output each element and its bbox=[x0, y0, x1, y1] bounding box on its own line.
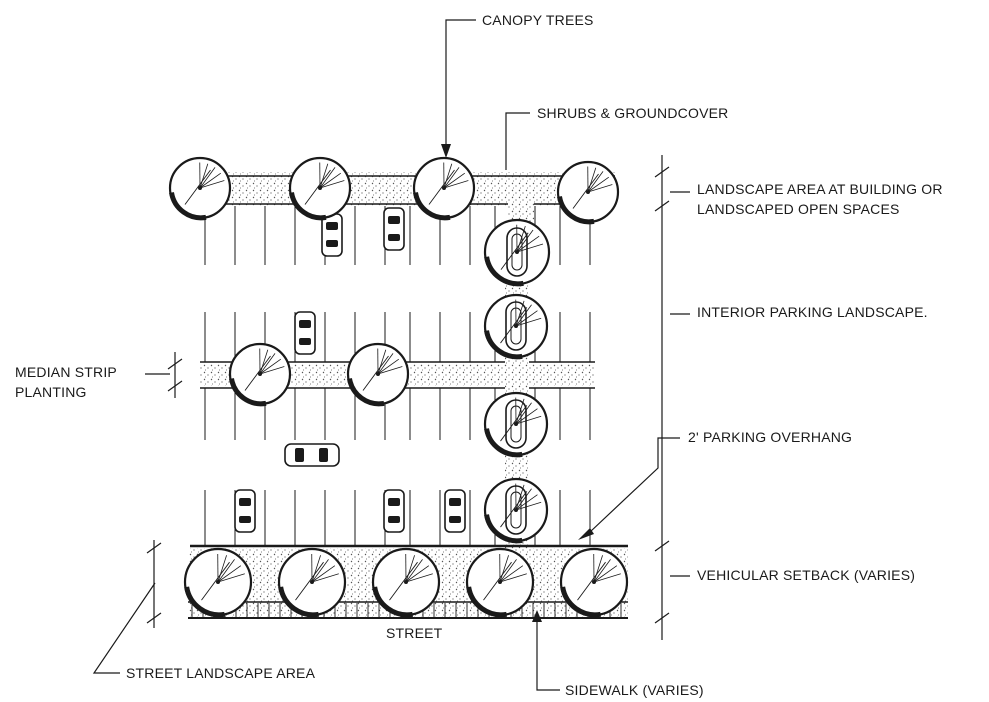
median-tree-2 bbox=[346, 342, 410, 407]
shrub-oval-inner bbox=[511, 233, 523, 271]
car-top-1 bbox=[321, 213, 343, 257]
trees bbox=[168, 156, 629, 618]
median-tree-1 bbox=[228, 342, 292, 407]
leader-lines bbox=[92, 19, 690, 691]
interior-tree-3 bbox=[483, 391, 549, 458]
overhang-arrow bbox=[578, 528, 594, 540]
street-tree-3 bbox=[371, 547, 441, 618]
car-bottom-1 bbox=[234, 489, 256, 533]
car-top-2 bbox=[383, 207, 405, 251]
car-aisle bbox=[284, 443, 340, 467]
street-tree-2 bbox=[277, 547, 347, 618]
canopy-tree-top-4 bbox=[556, 160, 620, 225]
shrub-oval-inner bbox=[510, 405, 522, 443]
canopy-tree-top-1 bbox=[168, 156, 232, 221]
label-shrubs-groundcover: SHRUBS & GROUNDCOVER bbox=[537, 105, 728, 121]
shrub-oval-inner bbox=[510, 491, 522, 529]
canopy-tree-top-2 bbox=[288, 156, 352, 221]
sidewalk-arrow bbox=[532, 610, 542, 622]
canopy-trees-arrow bbox=[441, 144, 451, 158]
shrub-oval bbox=[505, 399, 527, 449]
left-dimension-tick bbox=[146, 542, 162, 554]
car-bottom-3 bbox=[444, 489, 466, 533]
label-street-landscape: STREET LANDSCAPE AREA bbox=[126, 665, 316, 681]
right-dimension-tick bbox=[654, 612, 670, 624]
dimension-lines bbox=[146, 155, 670, 640]
shrubs-leader bbox=[505, 112, 530, 170]
median-dimension-tick bbox=[167, 380, 183, 392]
label-canopy-trees: CANOPY TREES bbox=[482, 12, 594, 28]
sidewalk-leader bbox=[536, 615, 560, 691]
label-sidewalk: SIDEWALK (VARIES) bbox=[565, 682, 704, 698]
overhang-leader bbox=[589, 437, 680, 533]
interior-tree-1 bbox=[483, 218, 551, 287]
left-dimension-tick bbox=[146, 612, 162, 624]
car-mid-1 bbox=[294, 311, 316, 355]
label-vehicular-setback: VEHICULAR SETBACK (VARIES) bbox=[697, 567, 915, 583]
canopy-trees-leader bbox=[445, 19, 476, 152]
label-landscape-building-line1: LANDSCAPE AREA AT BUILDING OR bbox=[697, 181, 943, 197]
interior-tree-2 bbox=[483, 293, 549, 360]
right-dimension-tick bbox=[654, 540, 670, 552]
shrub-oval bbox=[505, 485, 527, 535]
label-interior-parking: INTERIOR PARKING LANDSCAPE. bbox=[697, 304, 928, 320]
label-street: STREET bbox=[386, 625, 443, 641]
canopy-tree-top-3 bbox=[412, 156, 476, 221]
top-landscape-strip bbox=[175, 172, 615, 226]
street-landscape-leader bbox=[92, 582, 156, 674]
shrub-oval bbox=[505, 301, 527, 351]
label-median-line1: MEDIAN STRIP bbox=[15, 364, 117, 380]
median-dimension-tick bbox=[167, 358, 183, 370]
street-tree-4 bbox=[465, 547, 535, 618]
shrub-oval bbox=[506, 227, 528, 277]
label-median-line2: PLANTING bbox=[15, 384, 87, 400]
right-dimension-tick bbox=[654, 166, 670, 178]
car-bottom-2 bbox=[383, 489, 405, 533]
interior-tree-4 bbox=[483, 477, 549, 544]
label-parking-overhang: 2' PARKING OVERHANG bbox=[688, 429, 852, 445]
shrub-oval-inner bbox=[510, 307, 522, 345]
right-dimension-tick bbox=[654, 200, 670, 212]
street-tree-5 bbox=[559, 547, 629, 618]
label-landscape-building-line2: LANDSCAPED OPEN SPACES bbox=[697, 201, 900, 217]
street-tree-1 bbox=[183, 547, 253, 618]
